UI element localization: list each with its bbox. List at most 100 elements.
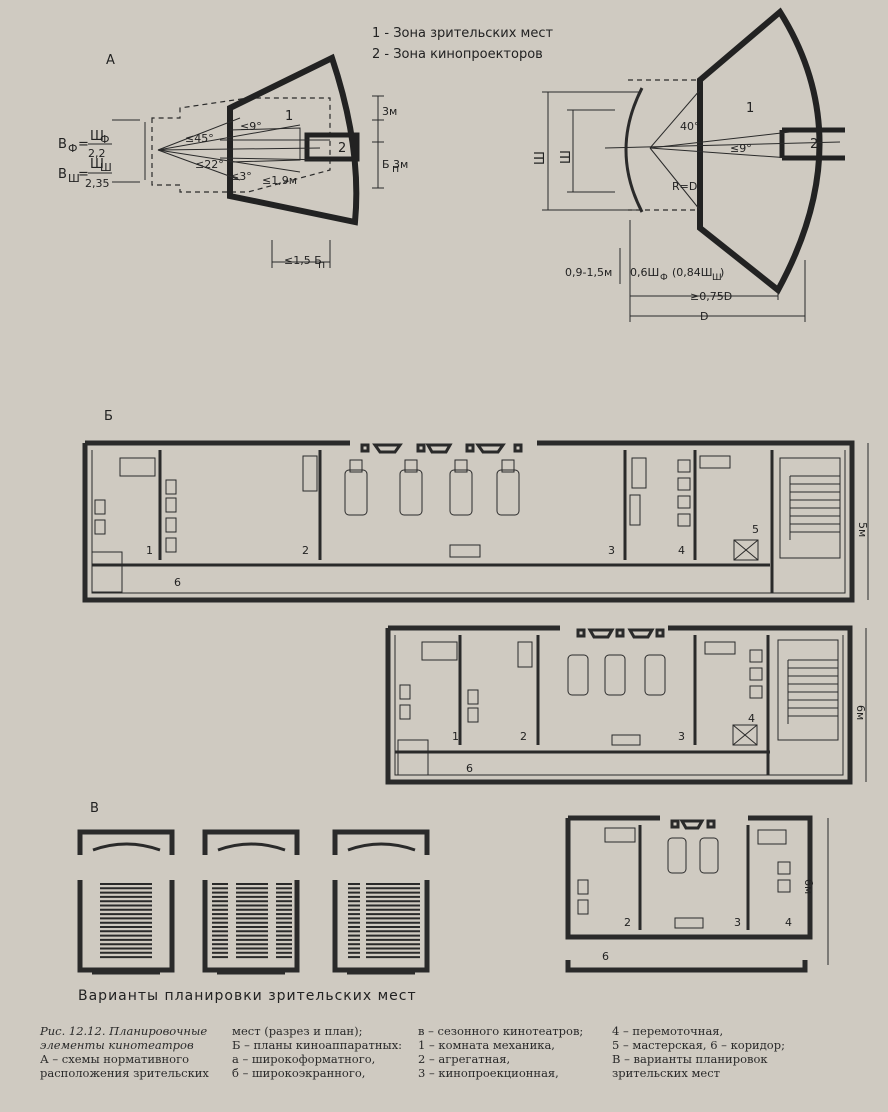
angle-9-label: ≤9° xyxy=(240,120,262,133)
angle-45-label: ≤45° xyxy=(185,132,214,145)
right-dim-1: 3м xyxy=(382,105,397,118)
plan-b-stairs xyxy=(777,639,839,741)
formula-1: В Ф = Ш Ф 2,2 xyxy=(58,129,112,160)
right-dimensions xyxy=(372,95,384,189)
svg-text:Ф: Ф xyxy=(100,133,109,146)
bottom-dimension xyxy=(271,240,331,268)
plan-c-ports xyxy=(670,819,716,830)
plan-a-widescreen-booth: 1 2 3 4 5 6 5м xyxy=(82,440,869,603)
seating-variant-1 xyxy=(77,829,175,975)
caption-line: 4 – перемоточная, xyxy=(612,1024,724,1038)
svg-text:В: В xyxy=(58,167,67,182)
section-a-letter: А xyxy=(106,53,115,68)
projection-rays-right xyxy=(604,89,841,211)
zone-2-label-right: 2 xyxy=(810,137,818,152)
svg-text:Ф: Ф xyxy=(68,142,77,155)
angle-40-label: 40° xyxy=(680,120,700,133)
plan-b-outer-wall xyxy=(385,625,853,785)
svg-text:2: 2 xyxy=(624,916,631,929)
svg-text:Ш: Ш xyxy=(68,172,80,185)
section-b-letter: Б xyxy=(104,409,113,424)
caption-line: Б – планы киноаппаратных: xyxy=(232,1038,403,1052)
hall-dashed-outline xyxy=(151,97,331,193)
plan-c-seasonal-booth: 2 3 4 6 6м xyxy=(565,815,829,973)
svg-text:1: 1 xyxy=(452,730,459,743)
angle-3-label: ≤3° xyxy=(230,170,252,183)
svg-text:): ) xyxy=(720,266,724,279)
seating-variant-3 xyxy=(332,829,430,975)
caption-col-4: 4 – перемоточная, 5 – мастерская, 6 – ко… xyxy=(612,1024,785,1080)
zone-1-label: 1 xyxy=(285,109,293,124)
room-2-label: 2 xyxy=(302,544,309,557)
seating-title: Варианты планировки зрительских мест xyxy=(78,988,417,1004)
plan-a-projectors xyxy=(344,459,520,516)
plan-a-furniture xyxy=(91,455,759,593)
plan-c-corridor xyxy=(565,960,808,973)
angle-22-label: ≤22° xyxy=(195,158,224,171)
room-1-label: 1 xyxy=(146,544,153,557)
svg-text:Ш: Ш xyxy=(100,161,112,174)
caption-line: элементы кинотеатров xyxy=(40,1038,194,1052)
plan-b-furniture xyxy=(397,641,763,776)
dim-15-sub: п xyxy=(318,258,325,271)
plan-b-partitions xyxy=(458,635,770,775)
caption-line: 5 – мастерская, 6 – коридор; xyxy=(612,1038,785,1052)
plan-b-width-label: 6м xyxy=(854,705,867,720)
svg-text:6: 6 xyxy=(466,762,473,775)
dim-09-15-label: 0,9-1,5м xyxy=(565,266,612,279)
caption-col-3: в – сезонного кинотеатров; 1 – комната м… xyxy=(418,1024,583,1080)
room-5-label: 5 xyxy=(752,523,759,536)
caption-line: 1 – комната механика, xyxy=(418,1038,555,1052)
projection-rays xyxy=(157,117,331,181)
distance-label: ≤1,9м xyxy=(262,174,297,187)
caption-line: 3 – кинопроекционная, xyxy=(418,1066,559,1080)
width-shf-label: Ш xyxy=(533,151,548,165)
plan-c-outer-wall xyxy=(565,815,813,940)
svg-text:Ш: Ш xyxy=(90,157,104,172)
projector-booth xyxy=(304,132,360,162)
radius-label: R=D xyxy=(672,180,697,193)
svg-text:В: В xyxy=(58,137,67,152)
plan-c-width-label: 6м xyxy=(802,879,815,894)
zone-2-label: 2 xyxy=(338,141,346,156)
plan-a-ports xyxy=(360,443,523,454)
dim-06-label: 0,6Ш xyxy=(630,266,659,279)
caption-line: А – схемы нормативного xyxy=(40,1052,190,1066)
room-6-label: 6 xyxy=(174,576,181,589)
plan-c-partitions xyxy=(638,825,750,930)
room-3-label: 3 xyxy=(608,544,615,557)
caption-line: 2 – агрегатная, xyxy=(418,1052,511,1066)
screen-marks xyxy=(112,119,146,183)
svg-text:Ш: Ш xyxy=(90,129,104,144)
curved-screen xyxy=(624,87,644,213)
plan-a-inner-wall xyxy=(91,450,846,594)
svg-text:2,2: 2,2 xyxy=(88,147,106,160)
plan-b-projectors xyxy=(567,654,666,696)
caption-line: а – широкоформатного, xyxy=(232,1052,376,1066)
svg-text:4: 4 xyxy=(748,712,755,725)
plan-c-room-labels: 2 3 4 6 xyxy=(602,916,792,963)
caption-col-2: мест (разрез и план); Б – планы киноаппа… xyxy=(232,1024,402,1080)
svg-text:Ш: Ш xyxy=(712,273,722,283)
plan-c-furniture xyxy=(577,827,791,929)
width-shsh-label: Ш xyxy=(559,150,574,164)
bottom-dimensions-right xyxy=(619,220,806,322)
zone-1-label-right: 1 xyxy=(746,101,754,116)
seating-variant-2 xyxy=(202,829,300,975)
svg-text:(0,84Ш: (0,84Ш xyxy=(672,266,713,279)
svg-text:3: 3 xyxy=(734,916,741,929)
width-dimensions xyxy=(542,91,640,211)
plan-b-ports xyxy=(576,628,665,639)
svg-text:3: 3 xyxy=(678,730,685,743)
projection-sector-right xyxy=(697,7,823,295)
legend-item-2: 2 - Зона кинопроекторов xyxy=(372,47,543,62)
caption-col-1: Рис. 12.12. Планировочные элементы кинот… xyxy=(40,1024,209,1080)
svg-text:2: 2 xyxy=(520,730,527,743)
right-dim-2-sub: п xyxy=(392,162,399,175)
plan-a-width-label: 5м xyxy=(856,522,869,537)
svg-text:2,35: 2,35 xyxy=(85,177,110,190)
formula-2: В Ш = Ш Ш 2,35 xyxy=(58,157,112,190)
caption-line: расположения зрительских xyxy=(40,1066,209,1080)
svg-text:=: = xyxy=(78,137,89,152)
